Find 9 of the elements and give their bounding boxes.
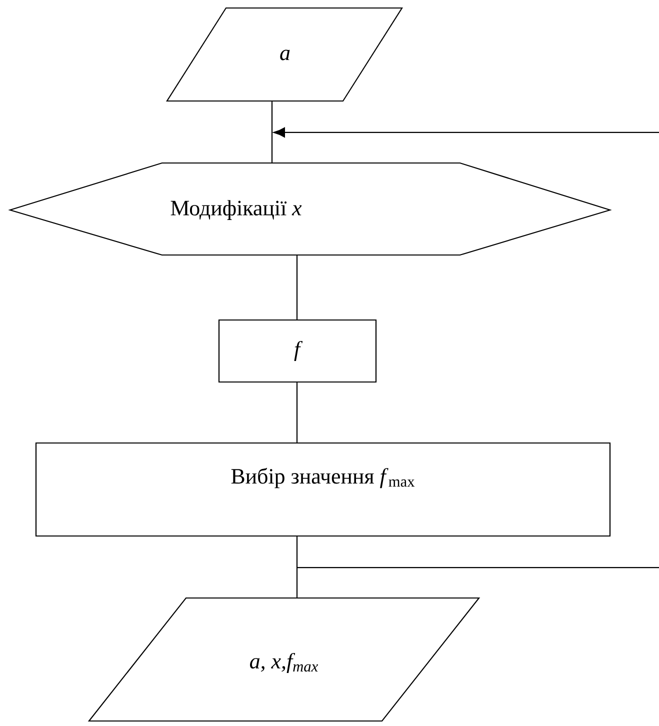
process-box: Вибір значення f$_{max}$ — [35, 442, 611, 537]
connector-line — [296, 256, 298, 320]
connector-line — [296, 536, 298, 598]
process-box: f — [218, 319, 377, 383]
connector-line — [273, 127, 659, 138]
connector-line — [271, 102, 273, 162]
input-parallelogram: a — [166, 7, 403, 102]
connector-line — [297, 567, 659, 568]
connector-line — [296, 382, 298, 442]
